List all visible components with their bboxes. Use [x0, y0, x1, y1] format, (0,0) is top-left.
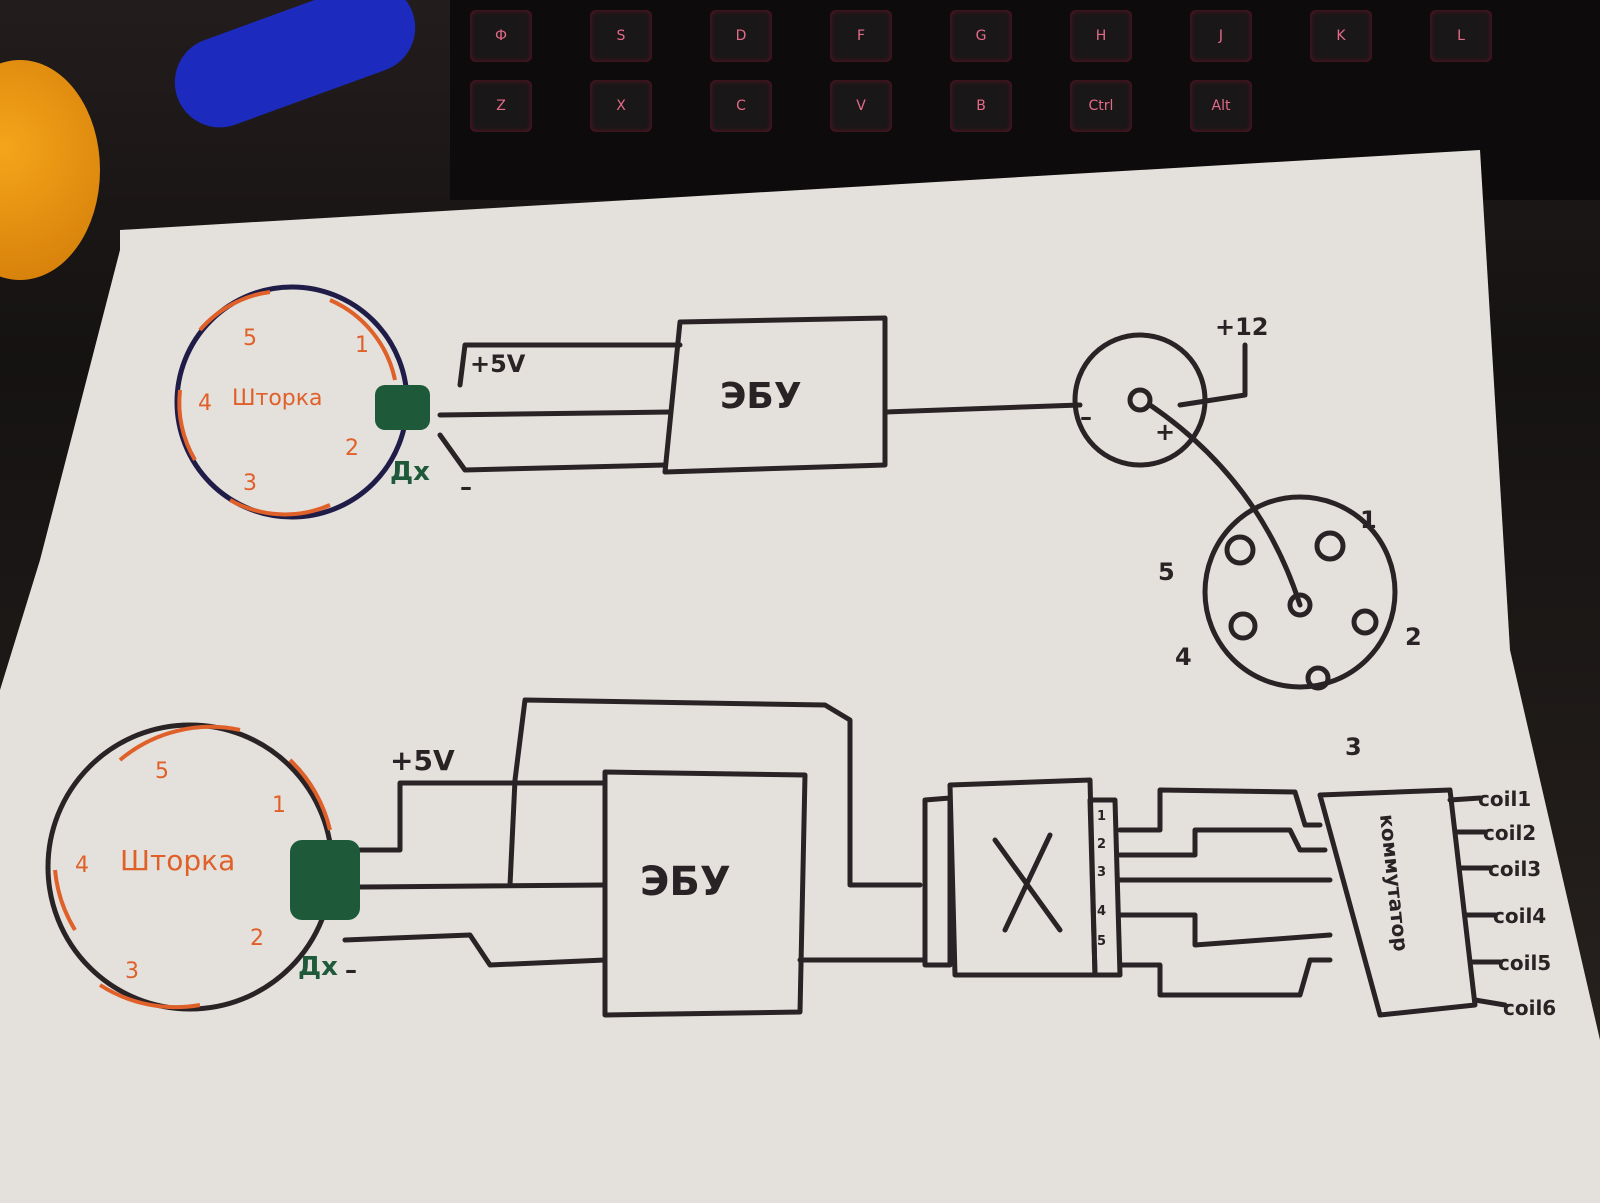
- coil-plus-label: +: [1155, 418, 1175, 446]
- keyboard-key: Alt: [1190, 80, 1252, 132]
- keyboard-key: Ctrl: [1070, 80, 1132, 132]
- top-sensor-wires: [437, 342, 683, 473]
- pin-label: 1: [272, 793, 286, 818]
- x-module-pin-strip: [1087, 797, 1123, 978]
- bottom-ecu-box: [602, 769, 808, 1018]
- module-pin-label: 4: [1097, 904, 1106, 919]
- keyboard-key: G: [950, 10, 1012, 62]
- distributor-pin-label: 3: [1345, 733, 1362, 761]
- keyboard-key: H: [1070, 10, 1132, 62]
- output-label: coil1: [1478, 787, 1531, 811]
- pin-label: 2: [345, 436, 359, 461]
- module-pin-label: 2: [1097, 837, 1106, 852]
- distributor-pin-label: 1: [1360, 506, 1377, 534]
- keyboard-key: D: [710, 10, 772, 62]
- keyboard-key: S: [590, 10, 652, 62]
- keyboard-key: C: [710, 80, 772, 132]
- module-interconnect-wires: [1117, 787, 1333, 998]
- top-ecu-box: [662, 315, 888, 475]
- top-connector-label: Дх: [390, 457, 430, 487]
- pin-label: 5: [243, 326, 257, 351]
- coil-center: [1127, 387, 1153, 413]
- keyboard-key: L: [1430, 10, 1492, 62]
- bottom-sensor-wires: [342, 697, 923, 968]
- distributor-pin-label: 5: [1158, 558, 1175, 586]
- output-label: coil3: [1488, 857, 1541, 881]
- keyboard-key: X: [590, 80, 652, 132]
- keyboard-key: Ф: [470, 10, 532, 62]
- pin-label: 5: [155, 759, 169, 784]
- keyboard: Ф S D F G H J K L Z X C V B Ctrl Alt: [450, 0, 1600, 200]
- bottom-sensor-label: Шторка: [120, 844, 235, 877]
- keyboard-key: V: [830, 80, 892, 132]
- keyboard-key: J: [1190, 10, 1252, 62]
- bottom-ecu-label: ЭБУ: [640, 859, 731, 905]
- coil-plus12-label: +12: [1215, 313, 1269, 341]
- module-pin-label: 5: [1097, 934, 1106, 949]
- distributor-pin-label: 4: [1175, 643, 1192, 671]
- keyboard-key: F: [830, 10, 892, 62]
- output-label: coil5: [1498, 951, 1551, 975]
- bottom-sensor-connector: [290, 840, 360, 920]
- bottom-supply-label: +5V: [390, 744, 455, 777]
- top-supply-label: +5V: [470, 350, 526, 378]
- pin-label: 3: [243, 471, 257, 496]
- switch-outputs: [1447, 795, 1508, 1008]
- keyboard-key: K: [1310, 10, 1372, 62]
- pin-label: 2: [250, 926, 264, 951]
- distributor-cap: [1202, 494, 1398, 690]
- bottom-ground-label: –: [345, 956, 357, 984]
- pin-label: 3: [125, 959, 139, 984]
- output-label: coil2: [1483, 821, 1536, 845]
- distributor-pin-label: 2: [1405, 623, 1422, 651]
- switch-box: [1317, 787, 1478, 1018]
- top-sensor-connector: [375, 385, 430, 430]
- output-label: coil6: [1503, 996, 1556, 1020]
- pin-label: 1: [355, 333, 369, 358]
- coil-wires: [1147, 342, 1303, 608]
- keyboard-key: B: [950, 80, 1012, 132]
- paper-sheet: [0, 150, 1600, 1203]
- pin-label: 4: [75, 853, 89, 878]
- top-ecu-output-wire: [882, 402, 1083, 415]
- top-ecu-label: ЭБУ: [720, 376, 802, 417]
- output-label: coil4: [1493, 904, 1546, 928]
- bottom-connector-label: Дх: [298, 952, 338, 982]
- module-pin-label: 1: [1097, 809, 1106, 824]
- module-pin-label: 3: [1097, 865, 1106, 880]
- top-ground-label: –: [460, 473, 472, 501]
- pin-label: 4: [198, 391, 212, 416]
- keyboard-key: Z: [470, 80, 532, 132]
- coil-minus-label: –: [1080, 403, 1092, 431]
- top-sensor-label: Шторка: [232, 386, 323, 411]
- x-mark: [992, 832, 1063, 933]
